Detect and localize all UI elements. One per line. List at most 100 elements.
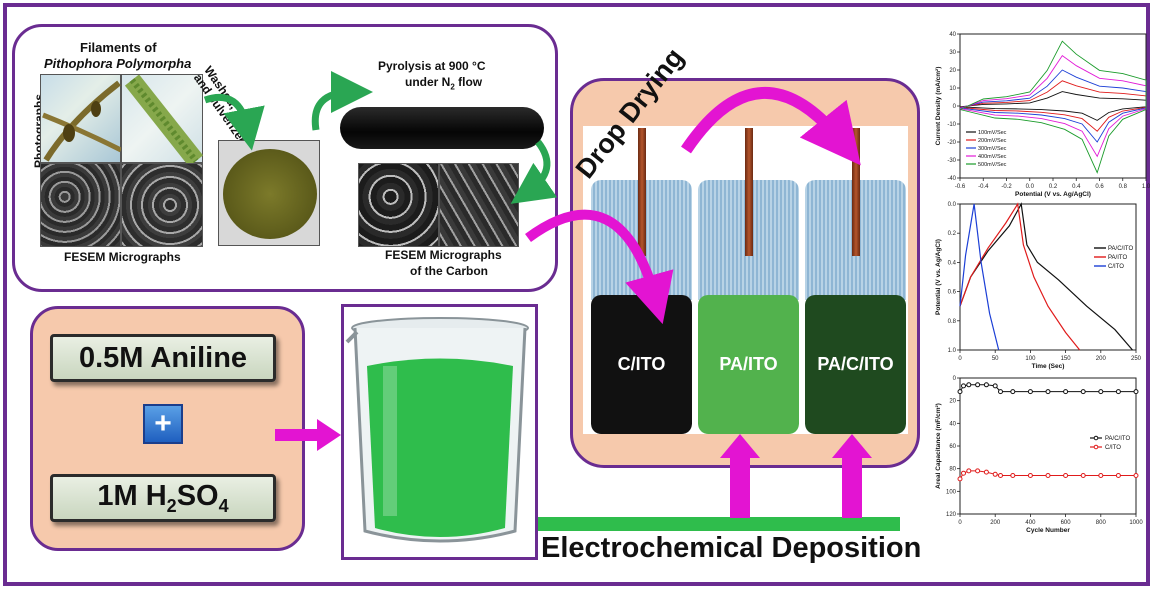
cap-legend-label: PA/C/ITO [1105, 436, 1130, 442]
cap-point [961, 470, 966, 476]
cv-ytick-label: -40 [947, 176, 956, 182]
process-arrows [203, 71, 558, 204]
fesem-photo-1 [40, 163, 121, 247]
acid-prefix: 1M H [97, 479, 167, 512]
gcd-legend-label: C/ITO [1108, 264, 1124, 270]
gcd-ytick-label: 0.2 [948, 231, 957, 237]
deposition-bar [538, 517, 900, 531]
cap-point [983, 382, 989, 388]
cv-xtick-label: 0.8 [1119, 184, 1128, 190]
cv-xtick-label: -0.4 [978, 184, 989, 190]
cap-xtick-label: 1000 [1129, 520, 1143, 526]
cap-ytick-label: 80 [949, 467, 956, 473]
cap-point [992, 383, 998, 389]
gcd-xlabel: Time (Sec) [1032, 363, 1065, 370]
cv-ytick-label: 10 [949, 86, 956, 92]
cap-point [1063, 473, 1069, 478]
gcd-xtick-label: 50 [992, 356, 999, 362]
cv-legend-label: 300mV/Sec [978, 146, 1007, 152]
cap-point [998, 473, 1003, 478]
cell-pa-c-ito: PA/C/ITO [805, 180, 906, 434]
cv-xtick-label: 0.6 [1095, 184, 1104, 190]
gcd-xtick-label: 100 [1025, 356, 1036, 362]
carbon-fesem-1 [358, 163, 439, 247]
cap-point [1133, 389, 1139, 395]
acid-mid: SO [176, 479, 219, 512]
cv-legend-label: 200mV/Sec [978, 138, 1007, 144]
fesem-label: FESEM Micrographs [64, 250, 181, 264]
electrochemical-label: Electrochemical Deposition [541, 532, 922, 564]
cap-legend-marker [1093, 435, 1099, 441]
cap-xtick-label: 0 [958, 520, 962, 526]
filament-photo-1 [40, 74, 123, 163]
gcd-legend-label: PA/ITO [1108, 255, 1127, 261]
fesem-carbon-label-2: of the Carbon [410, 264, 488, 278]
cap-point [992, 471, 998, 477]
cv-ytick-label: -30 [947, 158, 956, 164]
gcd-ytick-label: 1.0 [948, 348, 957, 354]
arrow-to-beaker [275, 419, 341, 451]
cap-point [1080, 389, 1086, 395]
cap-point [1045, 473, 1051, 478]
cap-xtick-label: 800 [1096, 520, 1107, 526]
cv-ytick-label: -10 [947, 122, 956, 128]
powder-pile [223, 149, 317, 239]
cell-c-ito-label: C/ITO [617, 354, 666, 374]
gcd-legend-label: PA/C/ITO [1108, 246, 1133, 252]
cap-point [1080, 473, 1086, 478]
arrow-cell2-to-cell3 [681, 87, 861, 166]
acid-reagent: 1M H2SO4 [50, 474, 276, 522]
cap-xtick-label: 400 [1025, 520, 1036, 526]
cap-ytick-label: 60 [949, 444, 956, 450]
pyrolysis-label-1: Pyrolysis at 900 °C [378, 59, 486, 73]
gcd-ytick-label: 0.4 [948, 260, 957, 266]
cap-xlabel: Cycle Number [1026, 527, 1070, 534]
cap-point [983, 469, 989, 475]
species-label: Pithophora Polymorpha [44, 56, 192, 71]
plus-sign: + [143, 404, 183, 444]
gcd-ytick-label: 0.6 [948, 290, 957, 296]
electrode-rod-1 [638, 128, 646, 256]
cv-xtick-label: 0.4 [1072, 184, 1081, 190]
cap-plot-area [959, 377, 1137, 515]
cap-point [1133, 473, 1139, 478]
pyrolysis-label-2-text: under N [405, 75, 451, 89]
pyrolysis-subscript: 2 [450, 82, 455, 92]
cap-point [966, 468, 972, 474]
cap-point [1045, 389, 1051, 395]
arrow-to-pyrolysis [311, 71, 373, 131]
cap-ylabel: Areal Capacitance (mF/cm²) [935, 403, 942, 489]
beaker [345, 317, 529, 543]
cap-point [1115, 389, 1121, 395]
acid-sub2: 4 [218, 495, 229, 516]
cv-xtick-label: 0.0 [1026, 184, 1035, 190]
cell-pa-ito-fill: PA/ITO [698, 295, 799, 434]
cap-legend-marker [1093, 444, 1099, 450]
acid-sub1: 2 [166, 495, 177, 516]
cap-point [975, 468, 981, 474]
pyrolysis-label-2: under N2 flow [405, 75, 482, 91]
pyrolysis-label-2-end: flow [454, 75, 483, 89]
cap-point [957, 476, 963, 482]
cv-legend-label: 500mV/Sec [978, 162, 1007, 168]
arrow-to-carbon-fesem [510, 139, 558, 204]
cap-point [1098, 389, 1104, 395]
gcd-xtick-label: 250 [1131, 356, 1142, 362]
cv-ylabel: Current Density (mA/cm²) [935, 67, 942, 146]
cap-point [1063, 389, 1069, 395]
gcd-series-1 [959, 202, 1081, 351]
powder-photo [218, 140, 320, 246]
cv-ytick-label: -20 [947, 140, 956, 146]
cv-xtick-label: 1.0 [1142, 184, 1151, 190]
cv-series-4 [959, 40, 1147, 174]
cap-point [975, 382, 981, 388]
cv-xtick-label: 0.2 [1049, 184, 1058, 190]
cv-ytick-label: 40 [949, 32, 956, 38]
deposition-arrows [720, 434, 872, 518]
cell-pa-c-ito-fill: PA/C/ITO [805, 295, 906, 434]
cap-ytick-label: 40 [949, 421, 956, 427]
fesem-photo-2 [121, 163, 203, 247]
cap-legend-label: C/ITO [1105, 445, 1121, 451]
